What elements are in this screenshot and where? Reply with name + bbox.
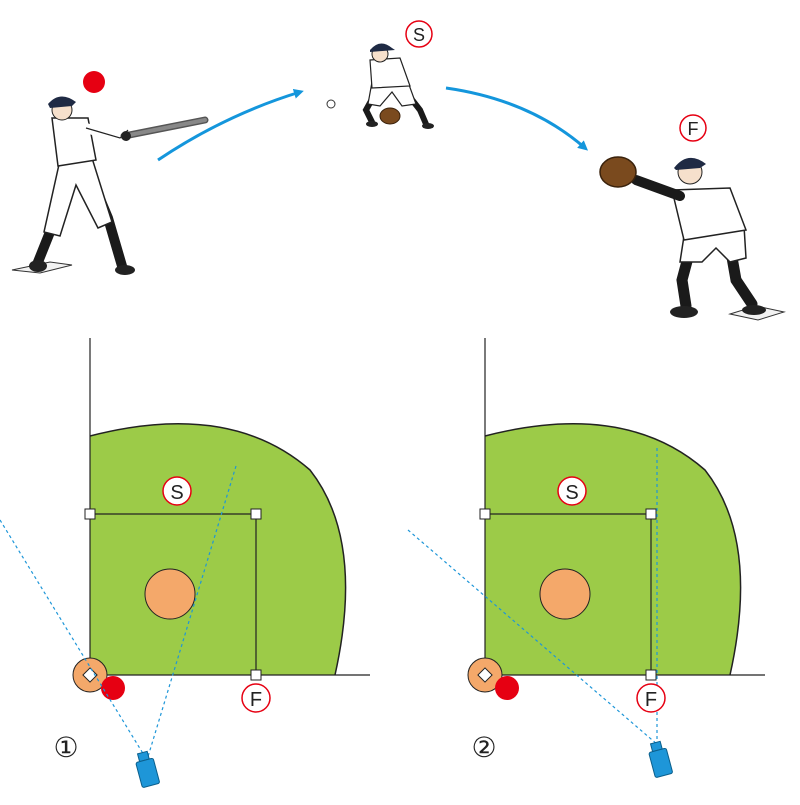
second-base-1 <box>250 508 262 520</box>
first-base-1 <box>250 669 262 681</box>
runner-dot-1 <box>101 676 125 700</box>
top-illustration: S F <box>11 20 786 321</box>
shortstop-figure <box>362 43 434 129</box>
second-base-2 <box>645 508 657 520</box>
shortstop-label-1: S <box>162 476 192 506</box>
camera-icon-1 <box>135 750 160 788</box>
first-base-label-top: F <box>679 114 707 142</box>
shortstop-label-2: S <box>557 476 587 506</box>
pitchers-mound-2 <box>539 568 591 620</box>
svg-text:F: F <box>688 119 699 139</box>
svg-text:S: S <box>565 482 578 504</box>
ball-icon <box>326 99 336 109</box>
first-baseman-figure <box>599 156 786 321</box>
runner-dot-2 <box>495 676 519 700</box>
first-base-label-1: F <box>241 683 271 713</box>
first-base-label-2: F <box>636 683 666 713</box>
first-baseman-glove <box>599 156 637 188</box>
svg-text:F: F <box>645 689 657 711</box>
field-diagram-2: S F ② <box>407 338 765 778</box>
first-base-2 <box>645 669 657 681</box>
camera-icon-2 <box>648 740 673 778</box>
hit-arrow <box>157 88 304 162</box>
third-base-1 <box>84 508 96 520</box>
diagram-number-2: ② <box>471 732 496 763</box>
third-base-2 <box>479 508 491 520</box>
shortstop-label-top: S <box>405 20 433 48</box>
diagram-number-1: ① <box>53 732 78 763</box>
field-diagram-1: S F ① <box>0 338 370 788</box>
svg-text:S: S <box>170 482 183 504</box>
sightline-left-1 <box>0 519 148 761</box>
throw-arrow <box>445 86 589 151</box>
svg-text:S: S <box>413 25 425 45</box>
svg-text:F: F <box>250 689 262 711</box>
fair-territory-1 <box>90 423 346 675</box>
batter-figure <box>11 96 209 275</box>
pitchers-mound-1 <box>144 568 196 620</box>
runner-dot-top <box>83 71 105 93</box>
sightline-left-2 <box>407 529 659 746</box>
fair-territory-2 <box>485 423 741 675</box>
